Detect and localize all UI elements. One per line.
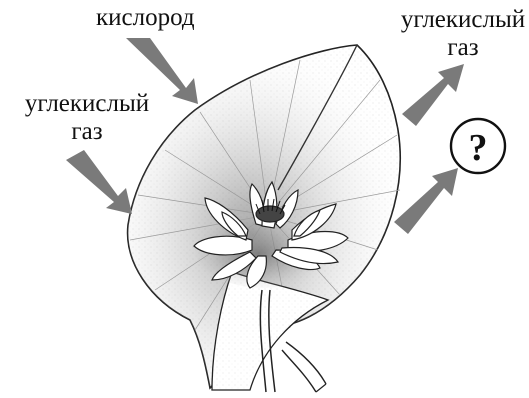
leaf-stalk: [282, 342, 326, 392]
co2-input-line1: углекислый: [2, 90, 172, 118]
co2-output-label: углекислый газ: [398, 6, 528, 62]
co2-output-line2: газ: [398, 34, 528, 62]
unknown-product-label: ?: [469, 127, 488, 169]
arrow-co2-left-in: [66, 150, 132, 214]
co2-input-line2: газ: [2, 118, 172, 146]
question-mark-circle-icon: ?: [451, 119, 505, 173]
arrow-co2-right-out: [402, 64, 464, 126]
co2-input-label: углекислый газ: [2, 90, 172, 146]
oxygen-text: кислород: [96, 4, 195, 32]
arrow-unknown-out: [394, 168, 458, 234]
co2-output-line1: углекислый: [398, 6, 528, 34]
oxygen-label: кислород: [96, 4, 195, 32]
